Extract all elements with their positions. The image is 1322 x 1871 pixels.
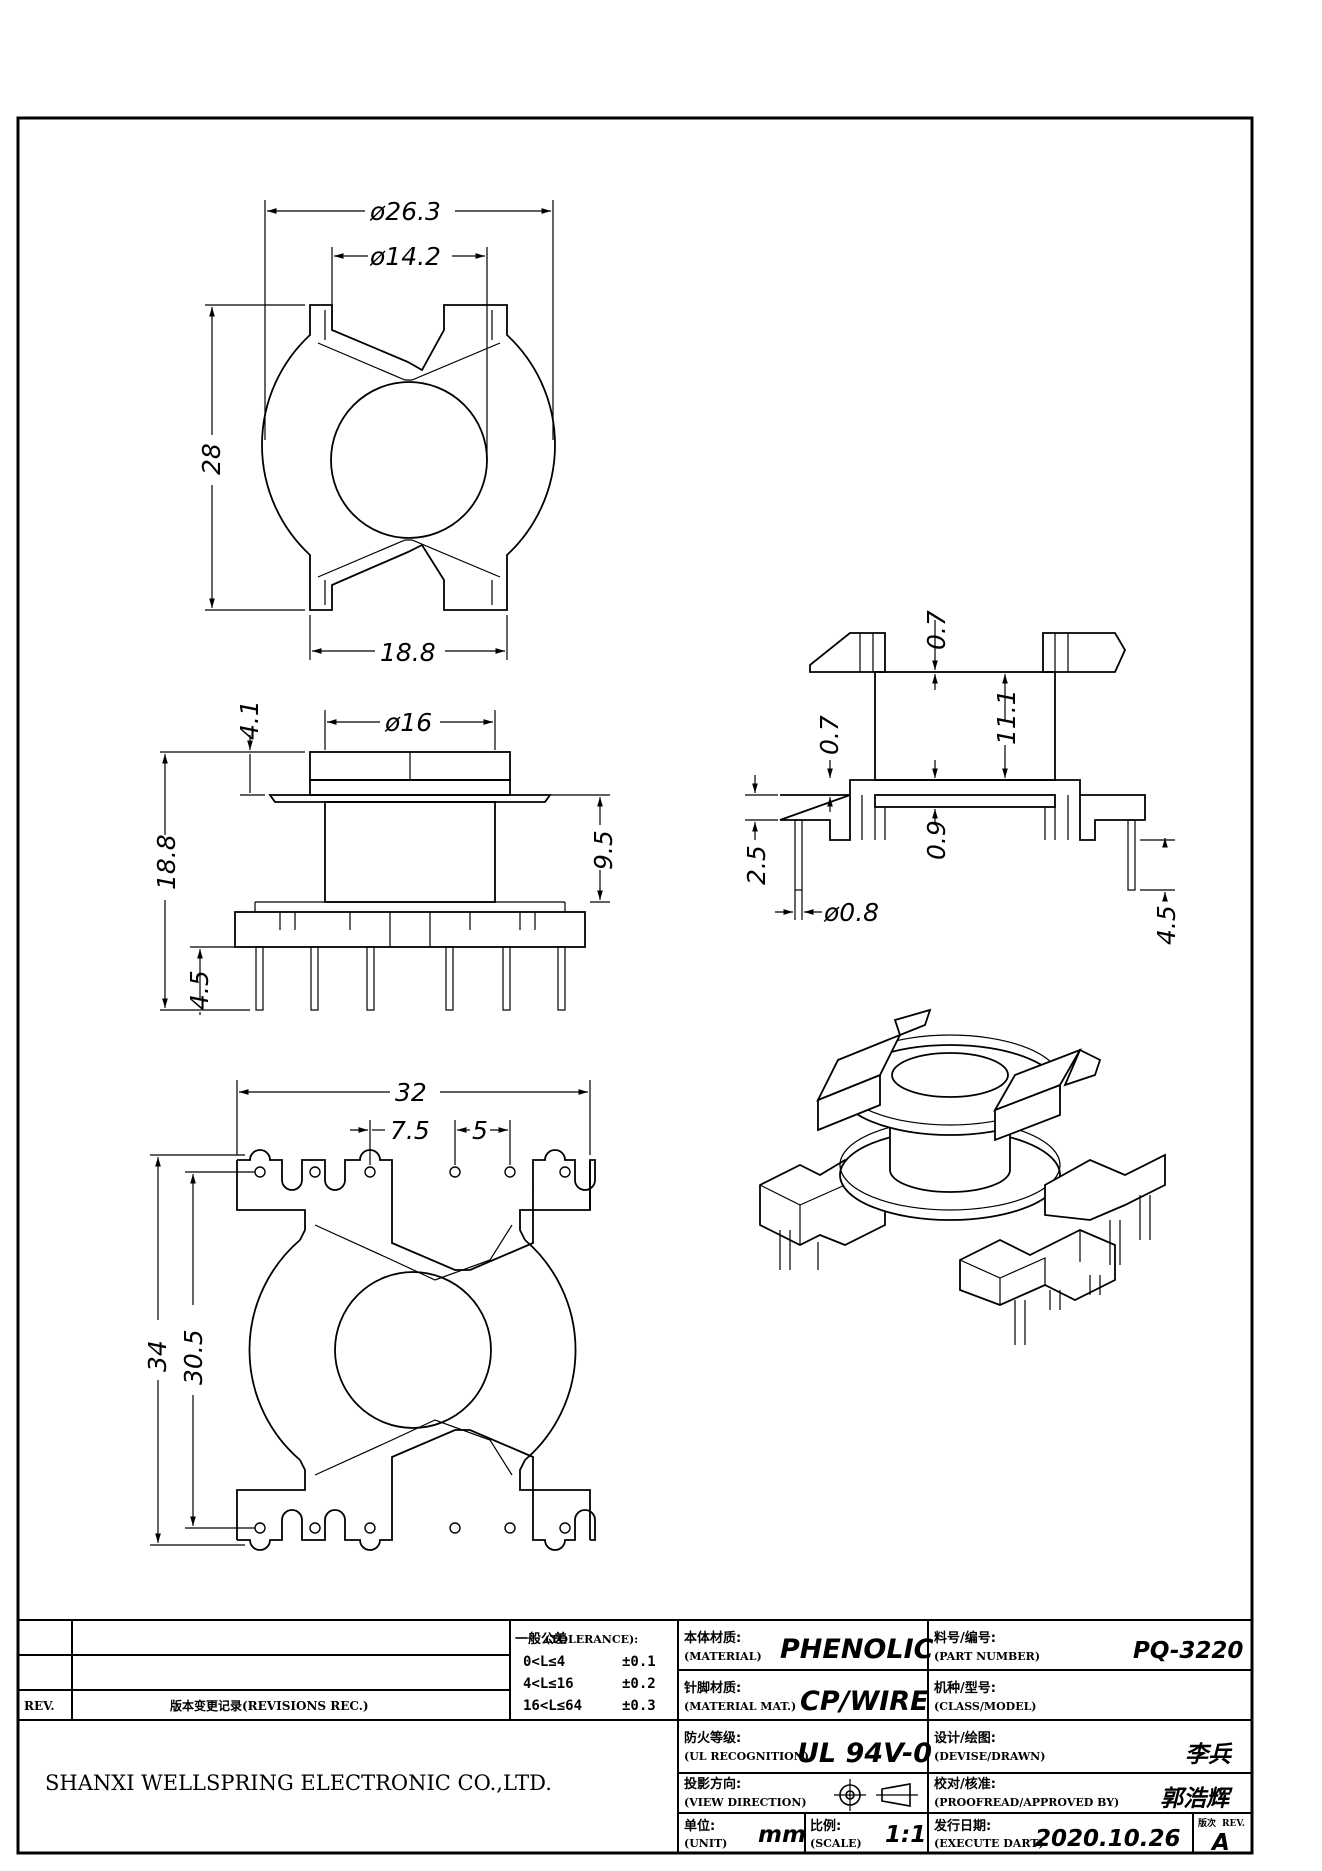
- view-label: 投影方向:: [684, 1776, 741, 1792]
- dim-front-height: 18.8: [152, 834, 181, 890]
- approved-value: 郭浩辉: [1160, 1786, 1233, 1812]
- tol-range-3: 16<L≤64: [523, 1698, 582, 1714]
- date-value: 2020.10.26: [1035, 1826, 1181, 1852]
- unit-label: 单位:: [684, 1818, 715, 1834]
- tol-value-2: ±0.2: [622, 1676, 656, 1692]
- part-label: 料号/编号:: [934, 1630, 996, 1646]
- tol-value-3: ±0.3: [622, 1698, 656, 1714]
- scale-value: 1:1: [885, 1822, 926, 1848]
- dim-top-inner-dia: ø14.2: [369, 242, 441, 271]
- dim-top-height: 28: [197, 443, 226, 475]
- revisions-label: 版本变更记录(REVISIONS REC.): [170, 1698, 369, 1713]
- projection-symbol-icon: [834, 1779, 918, 1811]
- dim-front-flange: 4.1: [235, 700, 264, 740]
- pin-material-label-en: (MATERIAL MAT.): [684, 1700, 796, 1713]
- drawn-value: 李兵: [1185, 1742, 1233, 1768]
- front-view: ø16 4.1 18.8 4.5 9.5: [152, 700, 618, 1015]
- isometric-view: [759, 1008, 1166, 1345]
- top-view: ø26.3 ø14.2 28 18.8: [197, 197, 556, 667]
- date-label: 发行日期:: [933, 1818, 991, 1834]
- material-label: 本体材质:: [684, 1630, 741, 1646]
- date-label-en: (EXECUTE DART): [934, 1837, 1044, 1850]
- material-value: PHENOLIC: [780, 1634, 934, 1665]
- scale-label: 比例:: [810, 1818, 841, 1834]
- dim-top-outer-dia: ø26.3: [369, 197, 441, 226]
- company-name: SHANXI WELLSPRING ELECTRONIC CO.,LTD.: [45, 1771, 552, 1795]
- dim-side-wall-mid: 0.7: [815, 715, 844, 755]
- approved-label-en: (PROOFREAD/APPROVED BY): [934, 1796, 1119, 1809]
- part-label-en: (PART NUMBER): [934, 1650, 1040, 1663]
- dim-bottom-inner: 30.5: [179, 1329, 208, 1385]
- tol-value-1: ±0.1: [622, 1654, 656, 1670]
- side-view: 0.7 11.1 0.7 0.9 2.5 ø0.8 4.5: [742, 610, 1181, 945]
- dim-bottom-pitch-a: 7.5: [390, 1116, 430, 1145]
- drawing-border: [16, 116, 1254, 1855]
- scale-label-en: (SCALE): [810, 1837, 862, 1850]
- pin-material-value: CP/WIRE: [800, 1686, 929, 1717]
- dim-side-pin-len: 4.5: [1152, 905, 1181, 945]
- class-label-en: (CLASS/MODEL): [934, 1700, 1037, 1713]
- dim-side-left-h: 2.5: [742, 845, 771, 885]
- ul-label-en: (UL RECOGNITION): [684, 1750, 809, 1763]
- bottom-view: 32 7.5 5 34 30.5: [143, 1078, 596, 1551]
- rev-value: A: [1210, 1830, 1230, 1856]
- tolerance-label: 一般公差: [515, 1631, 567, 1647]
- drawn-label: 设计/绘图:: [934, 1730, 996, 1746]
- ul-label: 防火等级:: [684, 1730, 741, 1746]
- part-value: PQ-3220: [1133, 1638, 1243, 1664]
- tol-range-1: 0<L≤4: [523, 1654, 565, 1670]
- unit-value: mm: [758, 1822, 806, 1848]
- dim-side-base: 0.9: [922, 820, 951, 860]
- approved-label: 校对/核准:: [934, 1776, 996, 1792]
- drawn-label-en: (DEVISE/DRAWN): [934, 1750, 1045, 1763]
- tolerance-label-en: (TOLERANCE):: [545, 1633, 638, 1646]
- unit-label-en: (UNIT): [684, 1837, 727, 1850]
- dim-bottom-width: 32: [395, 1078, 427, 1107]
- class-label: 机种/型号:: [934, 1680, 996, 1696]
- rev-label: REV.: [24, 1699, 55, 1713]
- rev-cell-label-en: REV.: [1222, 1819, 1245, 1829]
- ul-value: UL 94V-0: [797, 1738, 932, 1769]
- dim-front-dia: ø16: [384, 708, 432, 737]
- dim-bottom-height: 34: [143, 1340, 172, 1372]
- pin-material-label: 针脚材质:: [683, 1680, 741, 1696]
- tol-range-2: 4<L≤16: [523, 1676, 574, 1692]
- dim-front-body: 9.5: [589, 830, 618, 870]
- view-label-en: (VIEW DIRECTION): [684, 1796, 807, 1809]
- dim-side-wall-top: 0.7: [922, 610, 951, 650]
- dim-side-body: 11.1: [992, 689, 1021, 745]
- dim-side-pin-dia: ø0.8: [823, 898, 879, 927]
- rev-cell-label: 版次: [1197, 1817, 1216, 1829]
- dim-top-width: 18.8: [380, 638, 436, 667]
- dim-front-pin: 4.5: [185, 970, 214, 1010]
- dim-bottom-pitch-b: 5: [472, 1116, 488, 1145]
- title-block: 一般公差 (TOLERANCE): 0<L≤4 ±0.1 4<L≤16 ±0.2…: [18, 1619, 1252, 1856]
- material-label-en: (MATERIAL): [684, 1650, 762, 1663]
